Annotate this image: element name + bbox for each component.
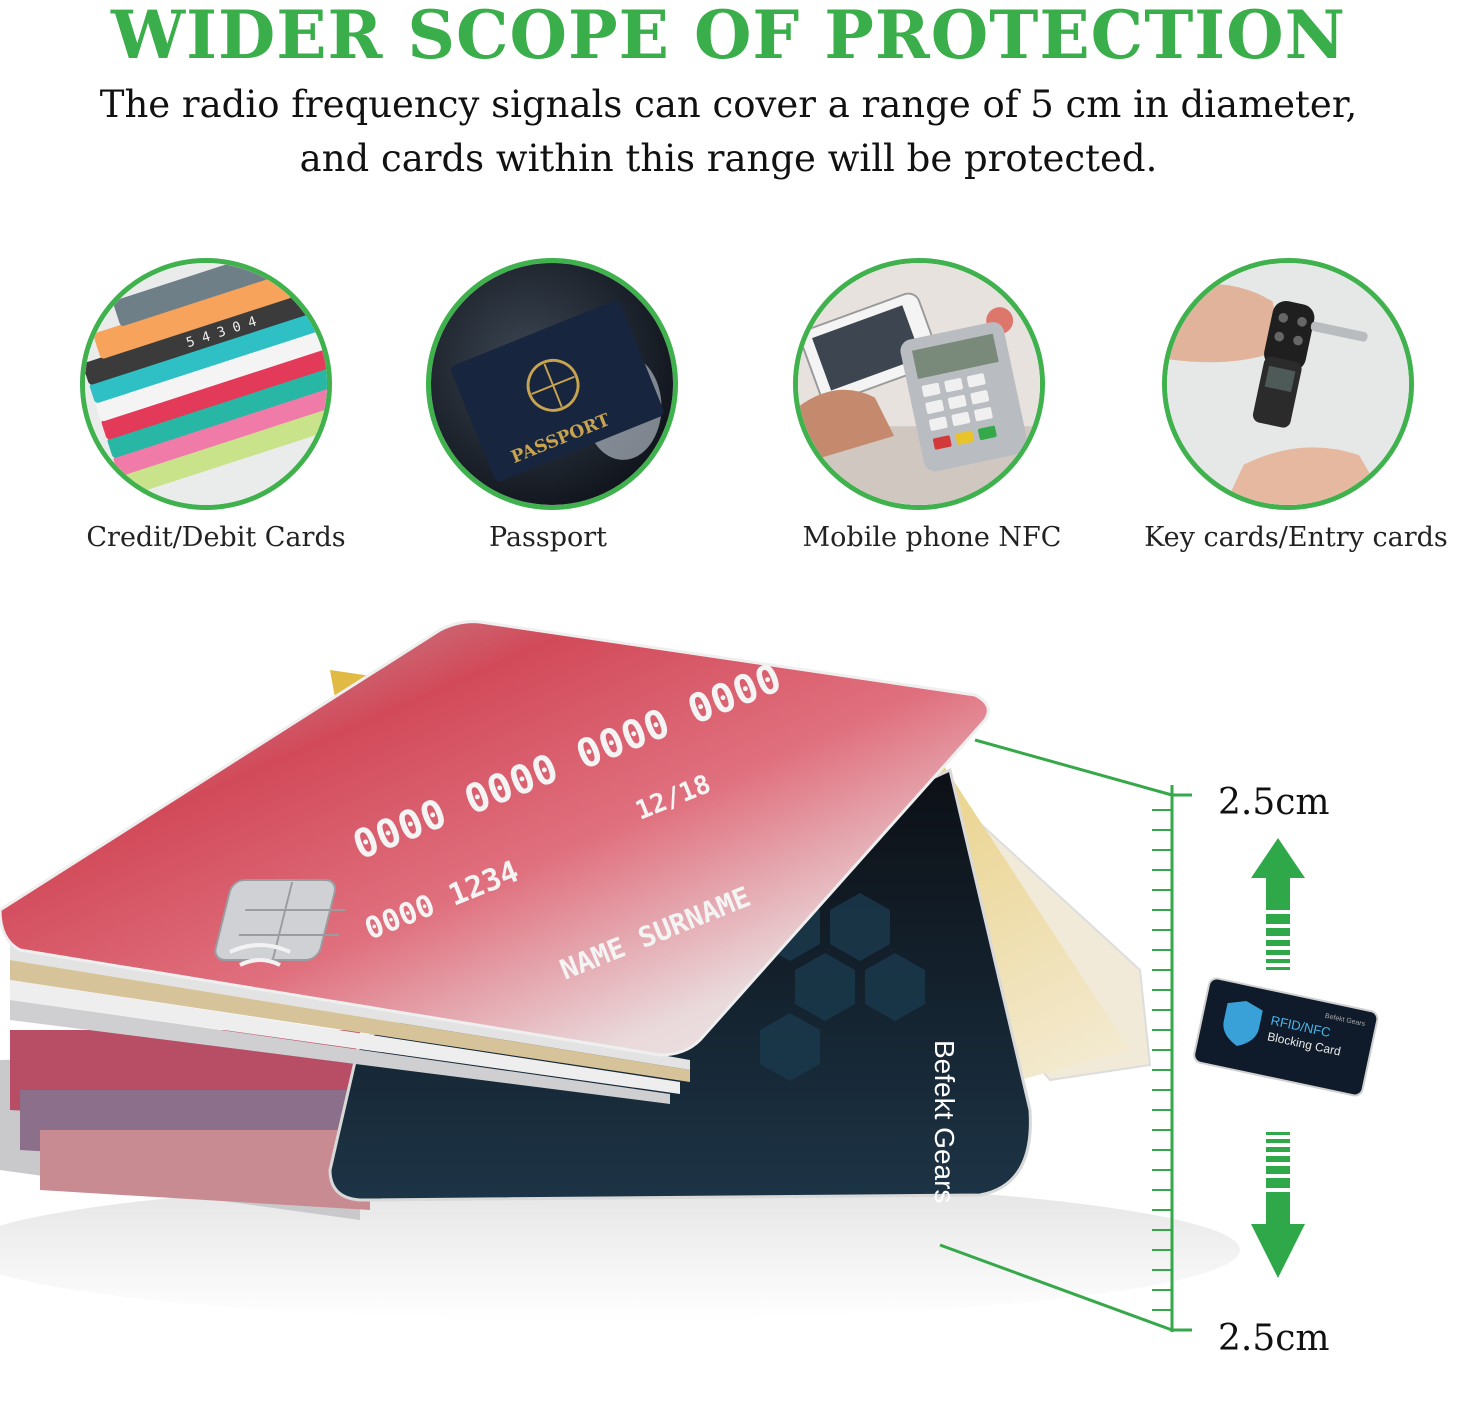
subtitle-line-1: The radio frequency signals can cover a … (99, 83, 1358, 126)
measurement-guide (939, 738, 1192, 1332)
key-fob-icon (1167, 263, 1409, 505)
key-fob-photo (1162, 258, 1414, 510)
category-label-passport: Passport (488, 522, 608, 553)
arrow-up-icon (1251, 838, 1305, 970)
category-label-key-cards: Key cards/Entry cards (1144, 522, 1448, 553)
ruler-ticks (1152, 809, 1172, 1311)
mini-blocking-card: RFID/NFC Blocking Card Befekt Gears (1193, 977, 1379, 1097)
nfc-payment-icon (798, 263, 1040, 505)
page-title: WIDER SCOPE OF PROTECTION (110, 0, 1346, 74)
dimension-label-bottom: 2.5cm (1218, 1318, 1330, 1359)
category-label-credit-cards: Credit/Debit Cards (86, 522, 346, 553)
credit-cards-photo: 5 4 3 0 4 (80, 258, 332, 510)
arrow-down-icon (1251, 1132, 1305, 1278)
subtitle-line-2: and cards within this range will be prot… (299, 137, 1158, 180)
card-stack-illustration: Befekt Gears 0000 0000 0000 0000 0000 12… (0, 620, 1379, 1332)
product-scene: Befekt Gears 0000 0000 0000 0000 0000 12… (0, 610, 1457, 1407)
passport-photo: PASSPORT (426, 258, 678, 510)
subtitle: The radio frequency signals can cover a … (40, 78, 1417, 186)
befekt-card-brand: Befekt Gears (929, 1040, 960, 1203)
nfc-payment-photo (793, 258, 1045, 510)
category-label-mobile-nfc: Mobile phone NFC (802, 522, 1062, 553)
passport-icon: PASSPORT (431, 263, 673, 505)
shield-icon (1223, 1001, 1263, 1046)
dimension-label-top: 2.5cm (1218, 782, 1330, 823)
credit-cards-icon: 5 4 3 0 4 (85, 263, 327, 505)
